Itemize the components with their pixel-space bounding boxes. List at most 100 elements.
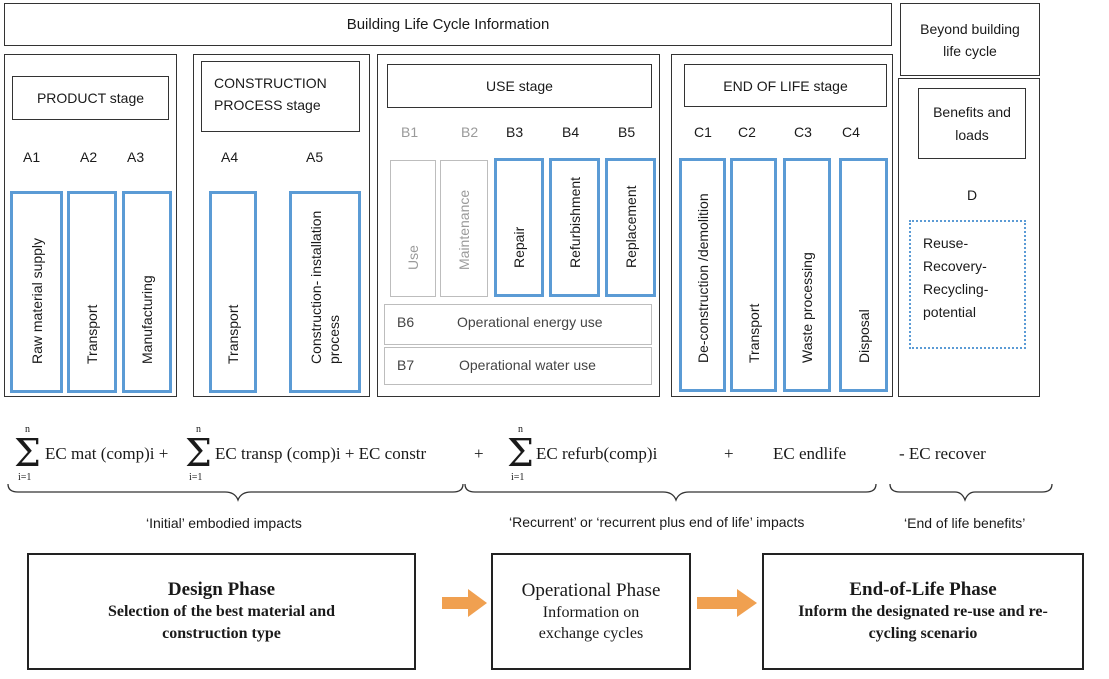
module-label-line2: process	[326, 314, 342, 364]
brace-label-benefits: ‘End of life benefits’	[904, 515, 1026, 531]
sum-symbol-3: Σ	[507, 431, 534, 475]
brace-initial	[7, 483, 464, 502]
product-stage-title: PRODUCT stage	[36, 90, 145, 106]
module-label-line1: Construction- installation	[308, 210, 324, 364]
arrow-icon-2	[697, 589, 757, 617]
module-label: Manufacturing	[139, 275, 155, 364]
product-stage-title-box: PRODUCT stage	[12, 76, 169, 120]
code-b4: B4	[562, 124, 580, 140]
code-c1: C1	[694, 124, 712, 140]
formula-term-5: - EC recover	[899, 444, 986, 463]
module-b6: B6 Operational energy use	[384, 304, 652, 345]
use-stage-title: USE stage	[486, 78, 553, 94]
module-construction-installation: Construction- installation process	[289, 191, 361, 393]
formula-term-3: EC refurb(comp)i	[536, 444, 658, 463]
braces	[7, 483, 1053, 502]
module-label: Maintenance	[456, 189, 472, 270]
sum-top-1: n	[25, 424, 30, 435]
operational-phase-box: Operational Phase Information on exchang…	[491, 553, 691, 670]
module-disposal: Disposal	[839, 158, 888, 392]
operational-phase-text: Information on exchange cycles	[538, 603, 644, 642]
sum-bottom-3: i=1	[511, 472, 525, 483]
module-repair: Repair	[494, 158, 544, 297]
code-a4: A4	[221, 149, 239, 165]
brace-benefits	[889, 483, 1053, 502]
module-label: Replacement	[622, 185, 639, 269]
module-transport-c2: Transport	[730, 158, 777, 392]
brace-recurrent	[464, 483, 877, 502]
operational-phase-title: Operational Phase	[521, 579, 661, 601]
formula-plus-1: +	[474, 444, 484, 463]
brace-label-recurrent: ‘Recurrent’ or ‘recurrent plus end of li…	[509, 514, 805, 530]
module-label: Transport	[745, 303, 762, 363]
module-transport-a4: Transport	[209, 191, 257, 393]
beyond-life-cycle-header: Beyond building life cycle	[900, 3, 1040, 76]
module-refurbishment: Refurbishment	[549, 158, 600, 297]
module-waste-processing: Waste processing	[783, 158, 831, 392]
sum-top-2: n	[196, 424, 201, 435]
code-b2: B2	[461, 124, 479, 140]
reuse-label: Reuse- Recovery- Recycling- potential	[923, 235, 989, 320]
formula-plus-2: +	[724, 444, 734, 463]
end-of-life-title-box: END OF LIFE stage	[684, 64, 887, 107]
beyond-title: Beyond building life cycle	[920, 20, 1020, 59]
module-manufacturing: Manufacturing	[122, 191, 172, 393]
code-b5: B5	[618, 124, 636, 140]
formula-term-1: EC mat (comp)i +	[45, 444, 169, 463]
building-life-cycle-header: Building Life Cycle Information	[4, 3, 892, 46]
module-label: Refurbishment	[566, 176, 583, 268]
module-label: Raw material supply	[28, 237, 45, 364]
module-label: Use	[405, 245, 421, 270]
design-phase-text: Selection of the best material and const…	[107, 602, 336, 642]
code-a3: A3	[127, 149, 145, 165]
module-label: Waste processing	[799, 252, 815, 363]
formula-term-2: EC transp (comp)i + EC constr	[215, 444, 427, 463]
code-b1: B1	[401, 124, 419, 140]
formula-term-4: EC endlife	[773, 444, 847, 463]
module-replacement: Replacement	[605, 158, 656, 297]
end-of-life-title: END OF LIFE stage	[723, 77, 848, 94]
arrow-icon-1	[442, 589, 487, 617]
product-stage: PRODUCT stage A1 A2 A3 Raw material supp…	[4, 54, 177, 397]
module-raw-material-supply: Raw material supply	[10, 191, 63, 393]
end-of-life-phase-title: End-of-Life Phase	[849, 578, 997, 600]
design-phase-title: Design Phase	[167, 578, 276, 600]
end-of-life-phase-box: End-of-Life Phase Inform the designated …	[762, 553, 1084, 670]
construction-stage-title-box: CONSTRUCTION PROCESS stage	[201, 61, 360, 132]
brace-label-initial: ‘Initial’ embodied impacts	[146, 515, 302, 531]
beyond-stage: Benefits and loads D Reuse- Recovery- Re…	[898, 78, 1040, 397]
benefits-title-box: Benefits and loads	[918, 88, 1026, 159]
module-use: Use	[390, 160, 436, 297]
module-b7: B7 Operational water use	[384, 347, 652, 385]
code-c2: C2	[738, 124, 756, 140]
b6-code: B6	[397, 314, 415, 330]
module-label: Transport	[225, 304, 241, 364]
code-b3: B3	[506, 124, 524, 140]
header-title: Building Life Cycle Information	[346, 16, 550, 33]
module-label: Disposal	[855, 309, 872, 363]
module-transport-a2: Transport	[67, 191, 117, 393]
benefits-title: Benefits and loads	[933, 103, 1011, 143]
end-of-life-stage: END OF LIFE stage C1 C2 C3 C4 De-constru…	[671, 54, 893, 397]
code-c3: C3	[794, 124, 812, 140]
end-of-life-phase-text: Inform the designated re-use and re-cycl…	[798, 602, 1048, 642]
code-a5: A5	[306, 149, 324, 165]
code-c4: C4	[842, 124, 860, 140]
sum-bottom-1: i=1	[18, 472, 32, 483]
use-stage-title-box: USE stage	[387, 64, 652, 108]
module-label: De-construction /demolition	[694, 193, 711, 363]
construction-stage: CONSTRUCTION PROCESS stage A4 A5 Transpo…	[193, 54, 370, 397]
design-phase-box: Design Phase Selection of the best mater…	[27, 553, 416, 670]
sum-bottom-2: i=1	[189, 472, 203, 483]
module-deconstruction: De-construction /demolition	[679, 158, 726, 392]
b7-label: Operational water use	[459, 357, 596, 373]
construction-stage-title: CONSTRUCTION PROCESS stage	[214, 75, 327, 113]
b6-label: Operational energy use	[457, 314, 603, 330]
module-label: Transport	[84, 304, 100, 364]
code-a1: A1	[23, 149, 41, 165]
module-label: Repair	[511, 226, 527, 268]
module-reuse-recovery: Reuse- Recovery- Recycling- potential	[909, 220, 1026, 349]
sum-symbol-2: Σ	[185, 431, 212, 475]
module-maintenance: Maintenance	[440, 160, 488, 297]
sum-symbol-1: Σ	[14, 431, 41, 475]
